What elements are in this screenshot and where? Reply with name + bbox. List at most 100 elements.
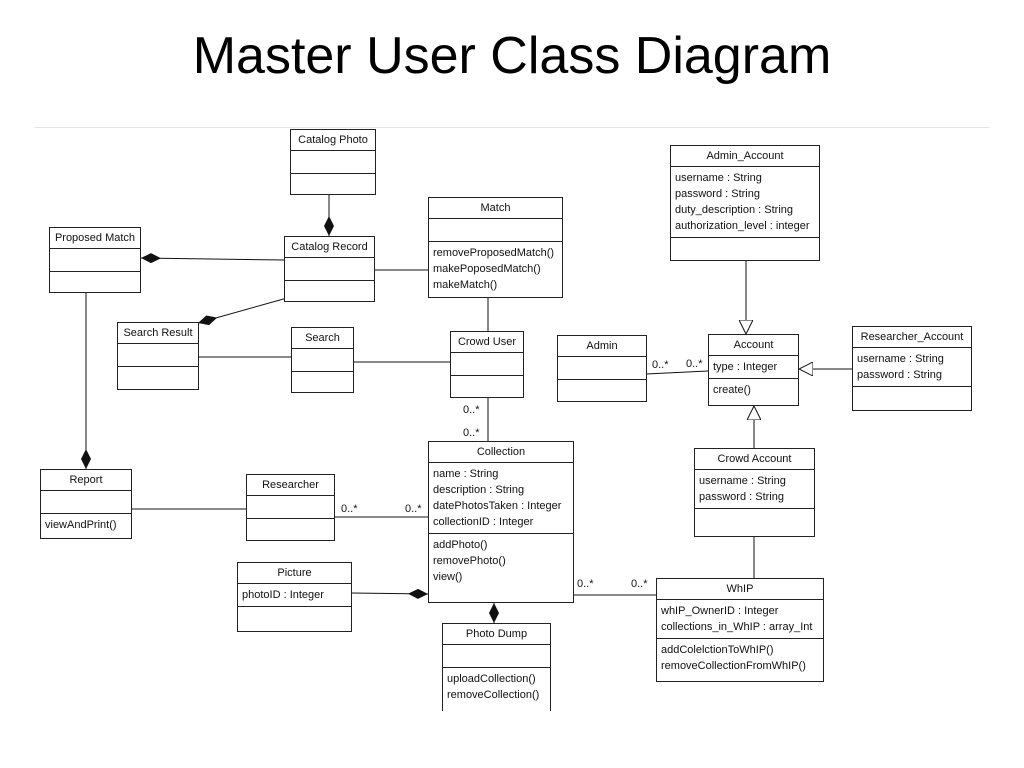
class-name: Admin_Account [671,146,819,167]
class-search[interactable]: Search [291,327,354,393]
method: uploadCollection() [447,673,536,685]
methods-section [671,238,819,258]
method: removeCollectionFromWhIP() [661,660,806,672]
class-name: WhIP [657,579,823,600]
title-divider [34,127,990,128]
multiplicity-label: 0..* [463,404,480,416]
page-title: Master User Class Diagram [192,27,832,85]
methods-section [451,376,523,396]
class-collection[interactable]: Collection name : String description : S… [428,441,574,603]
method: removePhoto() [433,555,506,567]
method: create() [713,384,751,396]
class-name: Search Result [118,323,198,344]
attribute: password : String [699,491,784,503]
attribute: username : String [699,475,786,487]
class-name: Picture [238,563,351,584]
class-name: Collection [429,442,573,463]
method: makePoposedMatch() [433,263,541,275]
attributes-section: username : String password : String duty… [671,167,819,238]
link-collection-picture [350,588,429,599]
class-whip[interactable]: WhIP whIP_OwnerID : Integer collections_… [656,578,824,682]
methods-section [291,174,375,194]
class-name: Photo Dump [443,624,550,645]
attributes-section: username : String password : String [853,348,971,387]
methods-section: removeProposedMatch() makePoposedMatch()… [429,242,562,296]
class-name: Report [41,470,131,491]
attribute: authorization_level : integer [675,220,810,232]
methods-section [558,380,646,400]
class-catalog-record[interactable]: Catalog Record [284,236,375,302]
class-name: Account [709,335,798,356]
class-name: Researcher_Account [853,327,971,348]
attribute: photoID : Integer [242,589,324,601]
methods-section [853,387,971,405]
class-photo-dump[interactable]: Photo Dump uploadCollection() removeColl… [442,623,551,711]
attribute: collectionID : Integer [433,516,534,528]
class-picture[interactable]: Picture photoID : Integer [237,562,352,632]
methods-section [118,367,198,387]
attribute: username : String [675,172,762,184]
attributes-section [558,357,646,380]
methods-section [247,519,334,539]
method: removeProposedMatch() [433,247,555,259]
methods-section: uploadCollection() removeCollection() [443,668,550,706]
attribute: type : Integer [713,361,778,373]
attributes-section [247,496,334,519]
class-name: Search [292,328,353,349]
method: removeCollection() [447,689,540,701]
class-name: Proposed Match [50,228,140,249]
class-name: Admin [558,336,646,357]
attributes-section [285,258,374,281]
methods-section [238,607,351,627]
attributes-section [118,344,198,367]
multiplicity-label: 0..* [463,427,480,439]
class-researcher[interactable]: Researcher [246,474,335,541]
attributes-section [429,219,562,242]
class-crowd-user[interactable]: Crowd User [450,331,524,398]
methods-section [695,509,814,529]
link-searchresult-catalogrecord [197,297,288,326]
attribute: username : String [857,353,944,365]
attribute: datePhotosTaken : Integer [433,500,562,512]
attributes-section: username : String password : String [695,470,814,509]
class-admin-account[interactable]: Admin_Account username : String password… [670,145,820,261]
class-catalog-photo[interactable]: Catalog Photo [290,129,376,195]
class-account[interactable]: Account type : Integer create() [708,334,799,406]
method: addPhoto() [433,539,488,551]
class-proposed-match[interactable]: Proposed Match [49,227,141,293]
link-admin-account [645,370,709,375]
attribute: collections_in_WhIP : array_Int [661,621,813,633]
attributes-section: name : String description : String dateP… [429,463,573,534]
attribute: password : String [675,188,760,200]
attribute: password : String [857,369,942,381]
method: makeMatch() [433,279,498,291]
class-name: Crowd User [451,332,523,353]
methods-section [50,272,140,292]
method: addColelctionToWhIP() [661,644,774,656]
attribute: duty_description : String [675,204,794,216]
class-name: Match [429,198,562,219]
attributes-section: photoID : Integer [238,584,351,607]
class-crowd-account[interactable]: Crowd Account username : String password… [694,448,815,537]
class-match[interactable]: Match removeProposedMatch() makePoposedM… [428,197,563,298]
attributes-section [50,249,140,272]
class-name: Researcher [247,475,334,496]
attributes-section [41,491,131,514]
attributes-section [443,645,550,668]
methods-section: addColelctionToWhIP() removeCollectionFr… [657,639,823,677]
class-researcher-account[interactable]: Researcher_Account username : String pas… [852,326,972,411]
attributes-section [451,353,523,376]
multiplicity-label: 0..* [686,358,703,370]
class-search-result[interactable]: Search Result [117,322,199,390]
multiplicity-label: 0..* [577,578,594,590]
attributes-section: whIP_OwnerID : Integer collections_in_Wh… [657,600,823,639]
methods-section: addPhoto() removePhoto() view() [429,534,573,588]
attribute: name : String [433,468,499,480]
attributes-section [292,349,353,372]
class-report[interactable]: Report viewAndPrint() [40,469,132,539]
multiplicity-label: 0..* [631,578,648,590]
methods-section: viewAndPrint() [41,514,131,536]
class-admin[interactable]: Admin [557,335,647,402]
method: view() [433,571,463,583]
